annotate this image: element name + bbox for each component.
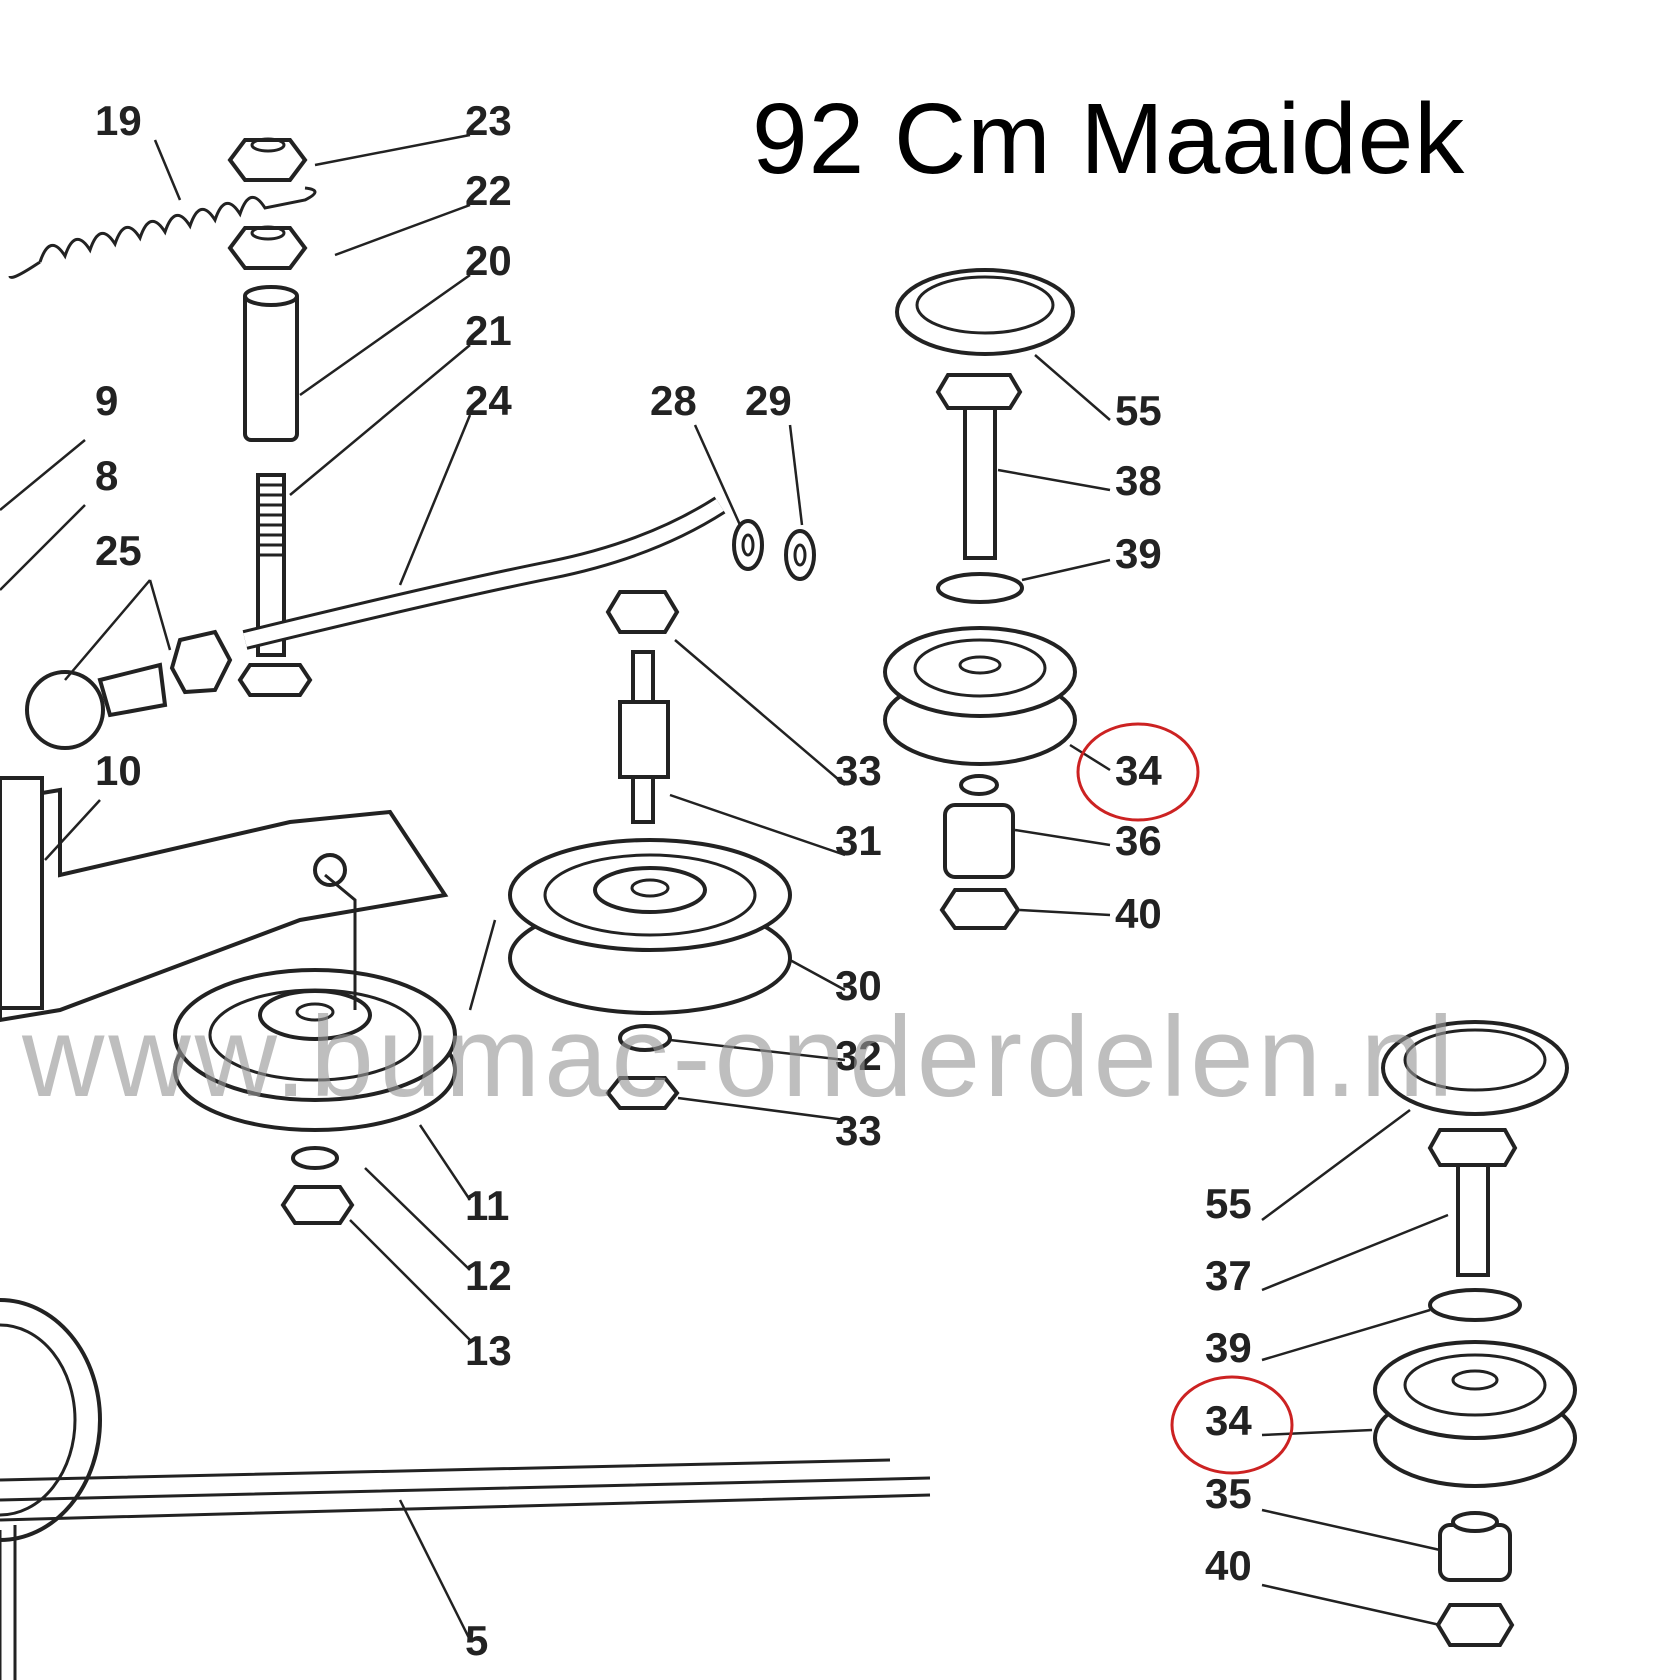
pulley-30-groove: [543, 853, 757, 937]
washer-39-upper: [936, 572, 1024, 604]
cover-55-lower-inner: [1403, 1028, 1547, 1092]
callout-12: 12: [465, 1252, 512, 1299]
callout-8: 8: [95, 452, 118, 499]
nut-22: [227, 226, 308, 270]
idler-arm-10-pin: [324, 873, 357, 1010]
washer-32: [618, 1024, 672, 1052]
callout-5: 5: [465, 1617, 488, 1664]
stud-31-lower: [631, 775, 655, 824]
washer-39-lower: [1428, 1288, 1522, 1322]
nut-23-hole: [250, 137, 286, 153]
nut-33-lower: [605, 1076, 680, 1110]
callout-19: 19: [95, 97, 142, 144]
bushing-35: [1438, 1523, 1512, 1582]
bushing-35-top: [1451, 1511, 1499, 1533]
spring-part: [8, 186, 317, 279]
pulley-11-hub: [258, 989, 372, 1041]
spacer-tube-20-top: [243, 285, 299, 307]
callout-23: 23: [465, 97, 512, 144]
watermark: www.bumac-onderdelen.nl: [22, 994, 1458, 1121]
idler-arm-10: [0, 787, 449, 1023]
bolt-38-head: [935, 373, 1023, 410]
ball-joint-25-ball: [25, 670, 105, 750]
callout-22: 22: [465, 167, 512, 214]
callout-29: 29: [745, 377, 792, 424]
pulley-11-bore: [295, 1002, 335, 1022]
callout-32: 32: [835, 1032, 882, 1079]
pulley-lower-left: [0, 1298, 102, 1542]
bolt-37: [1456, 1163, 1490, 1277]
bolt-21-thread: [258, 483, 284, 557]
callout-34-lower: 34: [1205, 1397, 1252, 1444]
cover-55-upper-inner: [915, 275, 1055, 335]
callout-35: 35: [1205, 1470, 1252, 1517]
nut-25: [169, 629, 233, 695]
idler-arm-10-post: [0, 776, 44, 1010]
highlight-circle-34-upper: [1076, 722, 1200, 822]
nut-40-lower: [1435, 1603, 1515, 1647]
rod-24-inner: [243, 499, 724, 647]
callout-39-upper: 39: [1115, 530, 1162, 577]
leader-lines: [0, 133, 1449, 1641]
callout-33-upper: 33: [835, 747, 882, 794]
callout-37: 37: [1205, 1252, 1252, 1299]
spacer-tube-20: [243, 290, 299, 442]
ball-joint-25: [97, 662, 168, 718]
bolt-21-head: [237, 663, 313, 697]
pulley-34-lower-groove: [1403, 1353, 1547, 1417]
nut-13: [280, 1185, 355, 1225]
callout-20: 20: [465, 237, 512, 284]
stud-31-hex: [618, 700, 670, 779]
cover-55-lower: [1381, 1020, 1569, 1116]
lock-washer-29: [784, 529, 816, 581]
nut-33-upper: [605, 590, 680, 634]
callout-31: 31: [835, 817, 882, 864]
callout-30: 30: [835, 962, 882, 1009]
callout-40-lower: 40: [1205, 1542, 1252, 1589]
pulley-34-lower-bore: [1451, 1369, 1499, 1391]
lock-washer-29-hole: [793, 543, 807, 567]
idler-arm-10-hole: [313, 853, 347, 887]
callout-13: 13: [465, 1327, 512, 1374]
washer-28-hole: [741, 533, 755, 557]
callout-36: 36: [1115, 817, 1162, 864]
belt-5: [0, 1458, 931, 1522]
callout-21: 21: [465, 307, 512, 354]
washer-28: [732, 519, 764, 571]
bolt-37-head: [1427, 1128, 1518, 1167]
pulley-30-bore: [630, 878, 670, 898]
pulley-lower-left-inner: [0, 1323, 77, 1517]
callout-24: 24: [465, 377, 512, 424]
pulley-30-hub: [593, 866, 707, 914]
callout-55-lower: 55: [1205, 1180, 1252, 1227]
pulley-34-upper-groove: [913, 638, 1047, 698]
belt-5-end: [0, 1525, 17, 1680]
bushing-36-upper-top: [959, 774, 999, 796]
callout-labels: 19 23 22 20 21 24 9 8 25 10 28 29 33 31 …: [95, 97, 1252, 1664]
washer-12: [291, 1146, 339, 1170]
callout-11: 11: [465, 1182, 509, 1229]
callout-55-upper: 55: [1115, 387, 1162, 434]
nut-40-upper: [939, 888, 1021, 930]
callout-10: 10: [95, 747, 142, 794]
page-title: 92 Cm Maaidek: [752, 83, 1466, 195]
callout-40-upper: 40: [1115, 890, 1162, 937]
bolt-38: [963, 406, 997, 560]
callout-38: 38: [1115, 457, 1162, 504]
stud-31-upper: [631, 650, 655, 704]
nut-22-hole: [250, 225, 286, 241]
pulley-34-upper-bore: [958, 655, 1002, 675]
callout-25: 25: [95, 527, 142, 574]
callout-28: 28: [650, 377, 697, 424]
callout-33-lower: 33: [835, 1107, 882, 1154]
callout-34-upper: 34: [1115, 747, 1162, 794]
callout-9: 9: [95, 377, 118, 424]
callout-39-lower: 39: [1205, 1324, 1252, 1371]
nut-23: [227, 138, 308, 182]
highlight-circle-34-lower: [1170, 1375, 1294, 1475]
cover-55-upper: [895, 268, 1075, 356]
bushing-36-upper: [943, 803, 1015, 879]
